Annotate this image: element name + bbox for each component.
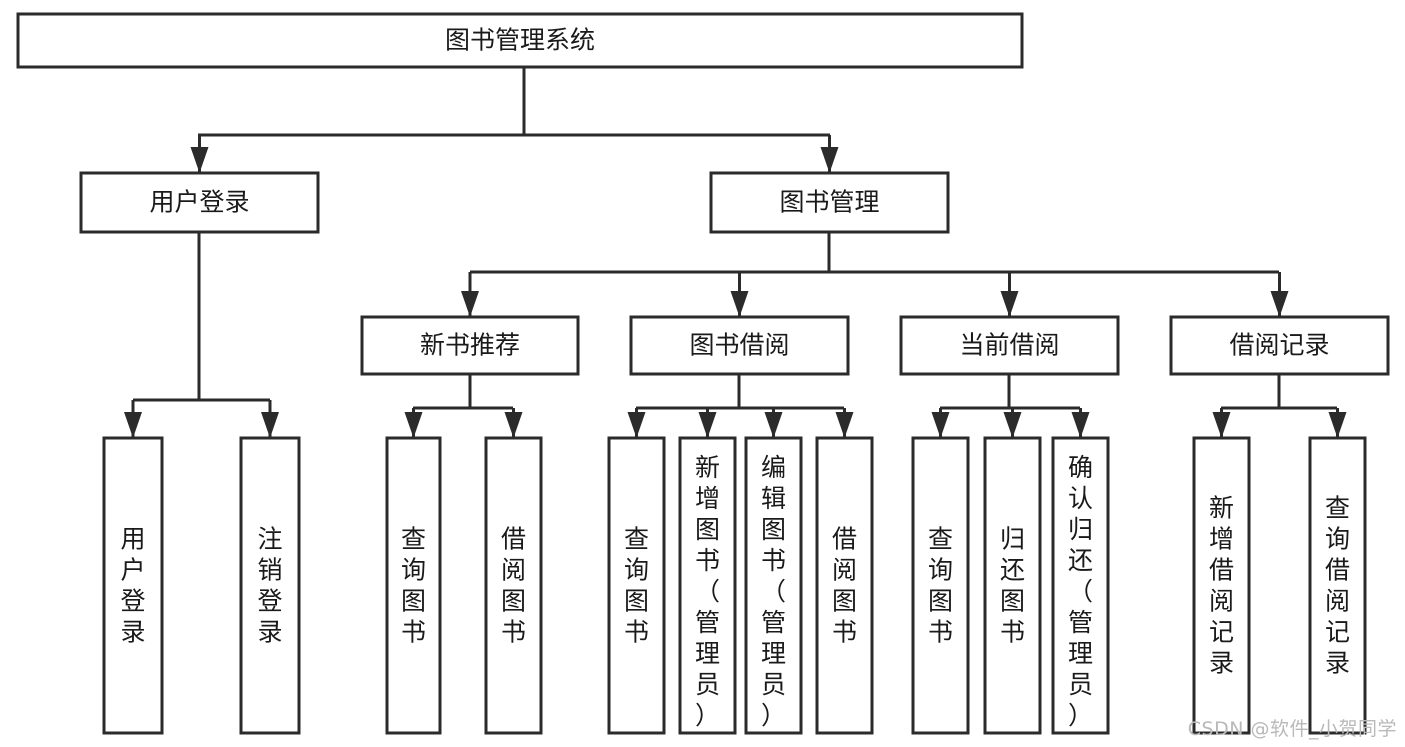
arrow-head-icon <box>835 412 854 438</box>
node-rect-leaf-add-book <box>678 436 737 735</box>
node-label-leaf-query-book-1: 查询图书 <box>401 525 426 647</box>
node-box-leaf-add-book[interactable]: 新增图书（管理员） <box>678 436 737 735</box>
arrow-head-icon <box>190 147 209 173</box>
node-label-leaf-edit-book: 编辑图书（管理员） <box>761 453 786 730</box>
node-rect-current-borrow <box>899 315 1120 376</box>
node-box-leaf-query-book-1[interactable]: 查询图书 <box>385 436 442 735</box>
arrow-head-icon <box>504 412 523 438</box>
node-label-leaf-add-book: 新增图书（管理员） <box>695 453 720 730</box>
node-rect-leaf-add-record <box>1192 436 1251 735</box>
arrow-head-icon <box>698 412 717 438</box>
node-label-root: 图书管理系统 <box>445 26 595 55</box>
node-box-current-borrow[interactable]: 当前借阅 <box>899 315 1120 376</box>
node-label-book-borrow: 图书借阅 <box>689 331 789 360</box>
node-rect-book-borrow <box>629 315 850 376</box>
arrow-head-icon <box>1071 412 1090 438</box>
arrow-head-icon <box>461 291 479 317</box>
node-box-book-manage[interactable]: 图书管理 <box>709 171 950 234</box>
arrow-head-icon <box>1270 291 1289 317</box>
arrow-head-icon <box>261 412 279 438</box>
node-box-borrow-record[interactable]: 借阅记录 <box>1169 315 1390 376</box>
node-label-borrow-record: 借阅记录 <box>1229 331 1329 360</box>
arrow-head-icon <box>931 412 950 438</box>
watermark-text: CSDN @软件_小贺同学 <box>1187 718 1397 740</box>
node-box-leaf-confirm-return[interactable]: 确认归还（管理员） <box>1051 436 1110 735</box>
arrow-head-icon <box>404 412 423 438</box>
node-label-user-login: 用户登录 <box>149 188 249 217</box>
node-rect-leaf-user-login <box>102 436 164 735</box>
node-box-leaf-logout[interactable]: 注销登录 <box>239 436 301 735</box>
node-rect-leaf-confirm-return <box>1051 436 1110 735</box>
node-label-leaf-borrow-book-2: 借阅图书 <box>832 525 857 647</box>
arrow-head-icon <box>1000 291 1019 317</box>
node-box-leaf-add-record[interactable]: 新增借阅记录 <box>1192 436 1251 735</box>
arrow-head-icon <box>1212 412 1231 438</box>
arrow-head-icon <box>1003 412 1022 438</box>
node-label-leaf-logout: 注销登录 <box>257 525 282 647</box>
node-box-user-login[interactable]: 用户登录 <box>79 171 320 234</box>
arrow-head-icon <box>730 291 749 317</box>
node-box-book-borrow[interactable]: 图书借阅 <box>629 315 850 376</box>
node-rect-user-login <box>79 171 320 234</box>
arrow-head-icon <box>124 412 142 438</box>
node-label-leaf-return-book: 归还图书 <box>1000 525 1025 647</box>
connectors-layer <box>124 67 1347 438</box>
node-rect-leaf-query-book-1 <box>385 436 442 735</box>
node-label-leaf-borrow-book-1: 借阅图书 <box>501 525 526 647</box>
node-rect-leaf-logout <box>239 436 301 735</box>
node-label-current-borrow: 当前借阅 <box>959 331 1059 360</box>
node-rect-borrow-record <box>1169 315 1390 376</box>
node-rect-book-manage <box>709 171 950 234</box>
node-label-leaf-query-book-2: 查询图书 <box>624 525 649 647</box>
arrow-head-icon <box>1328 412 1347 438</box>
node-rect-leaf-query-record <box>1308 436 1367 735</box>
node-box-leaf-query-book-3[interactable]: 查询图书 <box>911 436 970 735</box>
node-label-new-book-rec: 新书推荐 <box>420 331 520 360</box>
node-box-leaf-return-book[interactable]: 归还图书 <box>983 436 1042 735</box>
node-box-leaf-edit-book[interactable]: 编辑图书（管理员） <box>744 436 803 735</box>
node-rect-leaf-borrow-book-2 <box>815 436 874 735</box>
arrow-head-icon <box>764 412 783 438</box>
node-rect-leaf-return-book <box>983 436 1042 735</box>
node-rect-leaf-borrow-book-1 <box>484 436 543 735</box>
arrow-head-icon <box>627 412 646 438</box>
node-label-leaf-query-book-3: 查询图书 <box>928 525 953 647</box>
node-rect-new-book-rec <box>360 315 580 376</box>
arrow-head-icon <box>820 147 839 173</box>
node-label-leaf-confirm-return: 确认归还（管理员） <box>1068 453 1093 730</box>
node-box-leaf-query-book-2[interactable]: 查询图书 <box>607 436 666 735</box>
node-label-book-manage: 图书管理 <box>779 188 879 217</box>
node-rect-leaf-query-book-3 <box>911 436 970 735</box>
node-label-leaf-query-record: 查询借阅记录 <box>1325 494 1350 678</box>
node-box-leaf-borrow-book-1[interactable]: 借阅图书 <box>484 436 543 735</box>
node-box-leaf-query-record[interactable]: 查询借阅记录 <box>1308 436 1367 735</box>
node-label-leaf-add-record: 新增借阅记录 <box>1209 494 1234 678</box>
node-rect-leaf-edit-book <box>744 436 803 735</box>
node-rect-leaf-query-book-2 <box>607 436 666 735</box>
node-label-leaf-user-login: 用户登录 <box>120 525 145 647</box>
node-rect-root <box>16 12 1024 69</box>
node-box-new-book-rec[interactable]: 新书推荐 <box>360 315 580 376</box>
node-box-root[interactable]: 图书管理系统 <box>16 12 1024 69</box>
boxes-layer: 图书管理系统用户登录图书管理新书推荐图书借阅当前借阅借阅记录用户登录注销登录查询… <box>16 12 1390 735</box>
node-box-leaf-borrow-book-2[interactable]: 借阅图书 <box>815 436 874 735</box>
node-box-leaf-user-login[interactable]: 用户登录 <box>102 436 164 735</box>
